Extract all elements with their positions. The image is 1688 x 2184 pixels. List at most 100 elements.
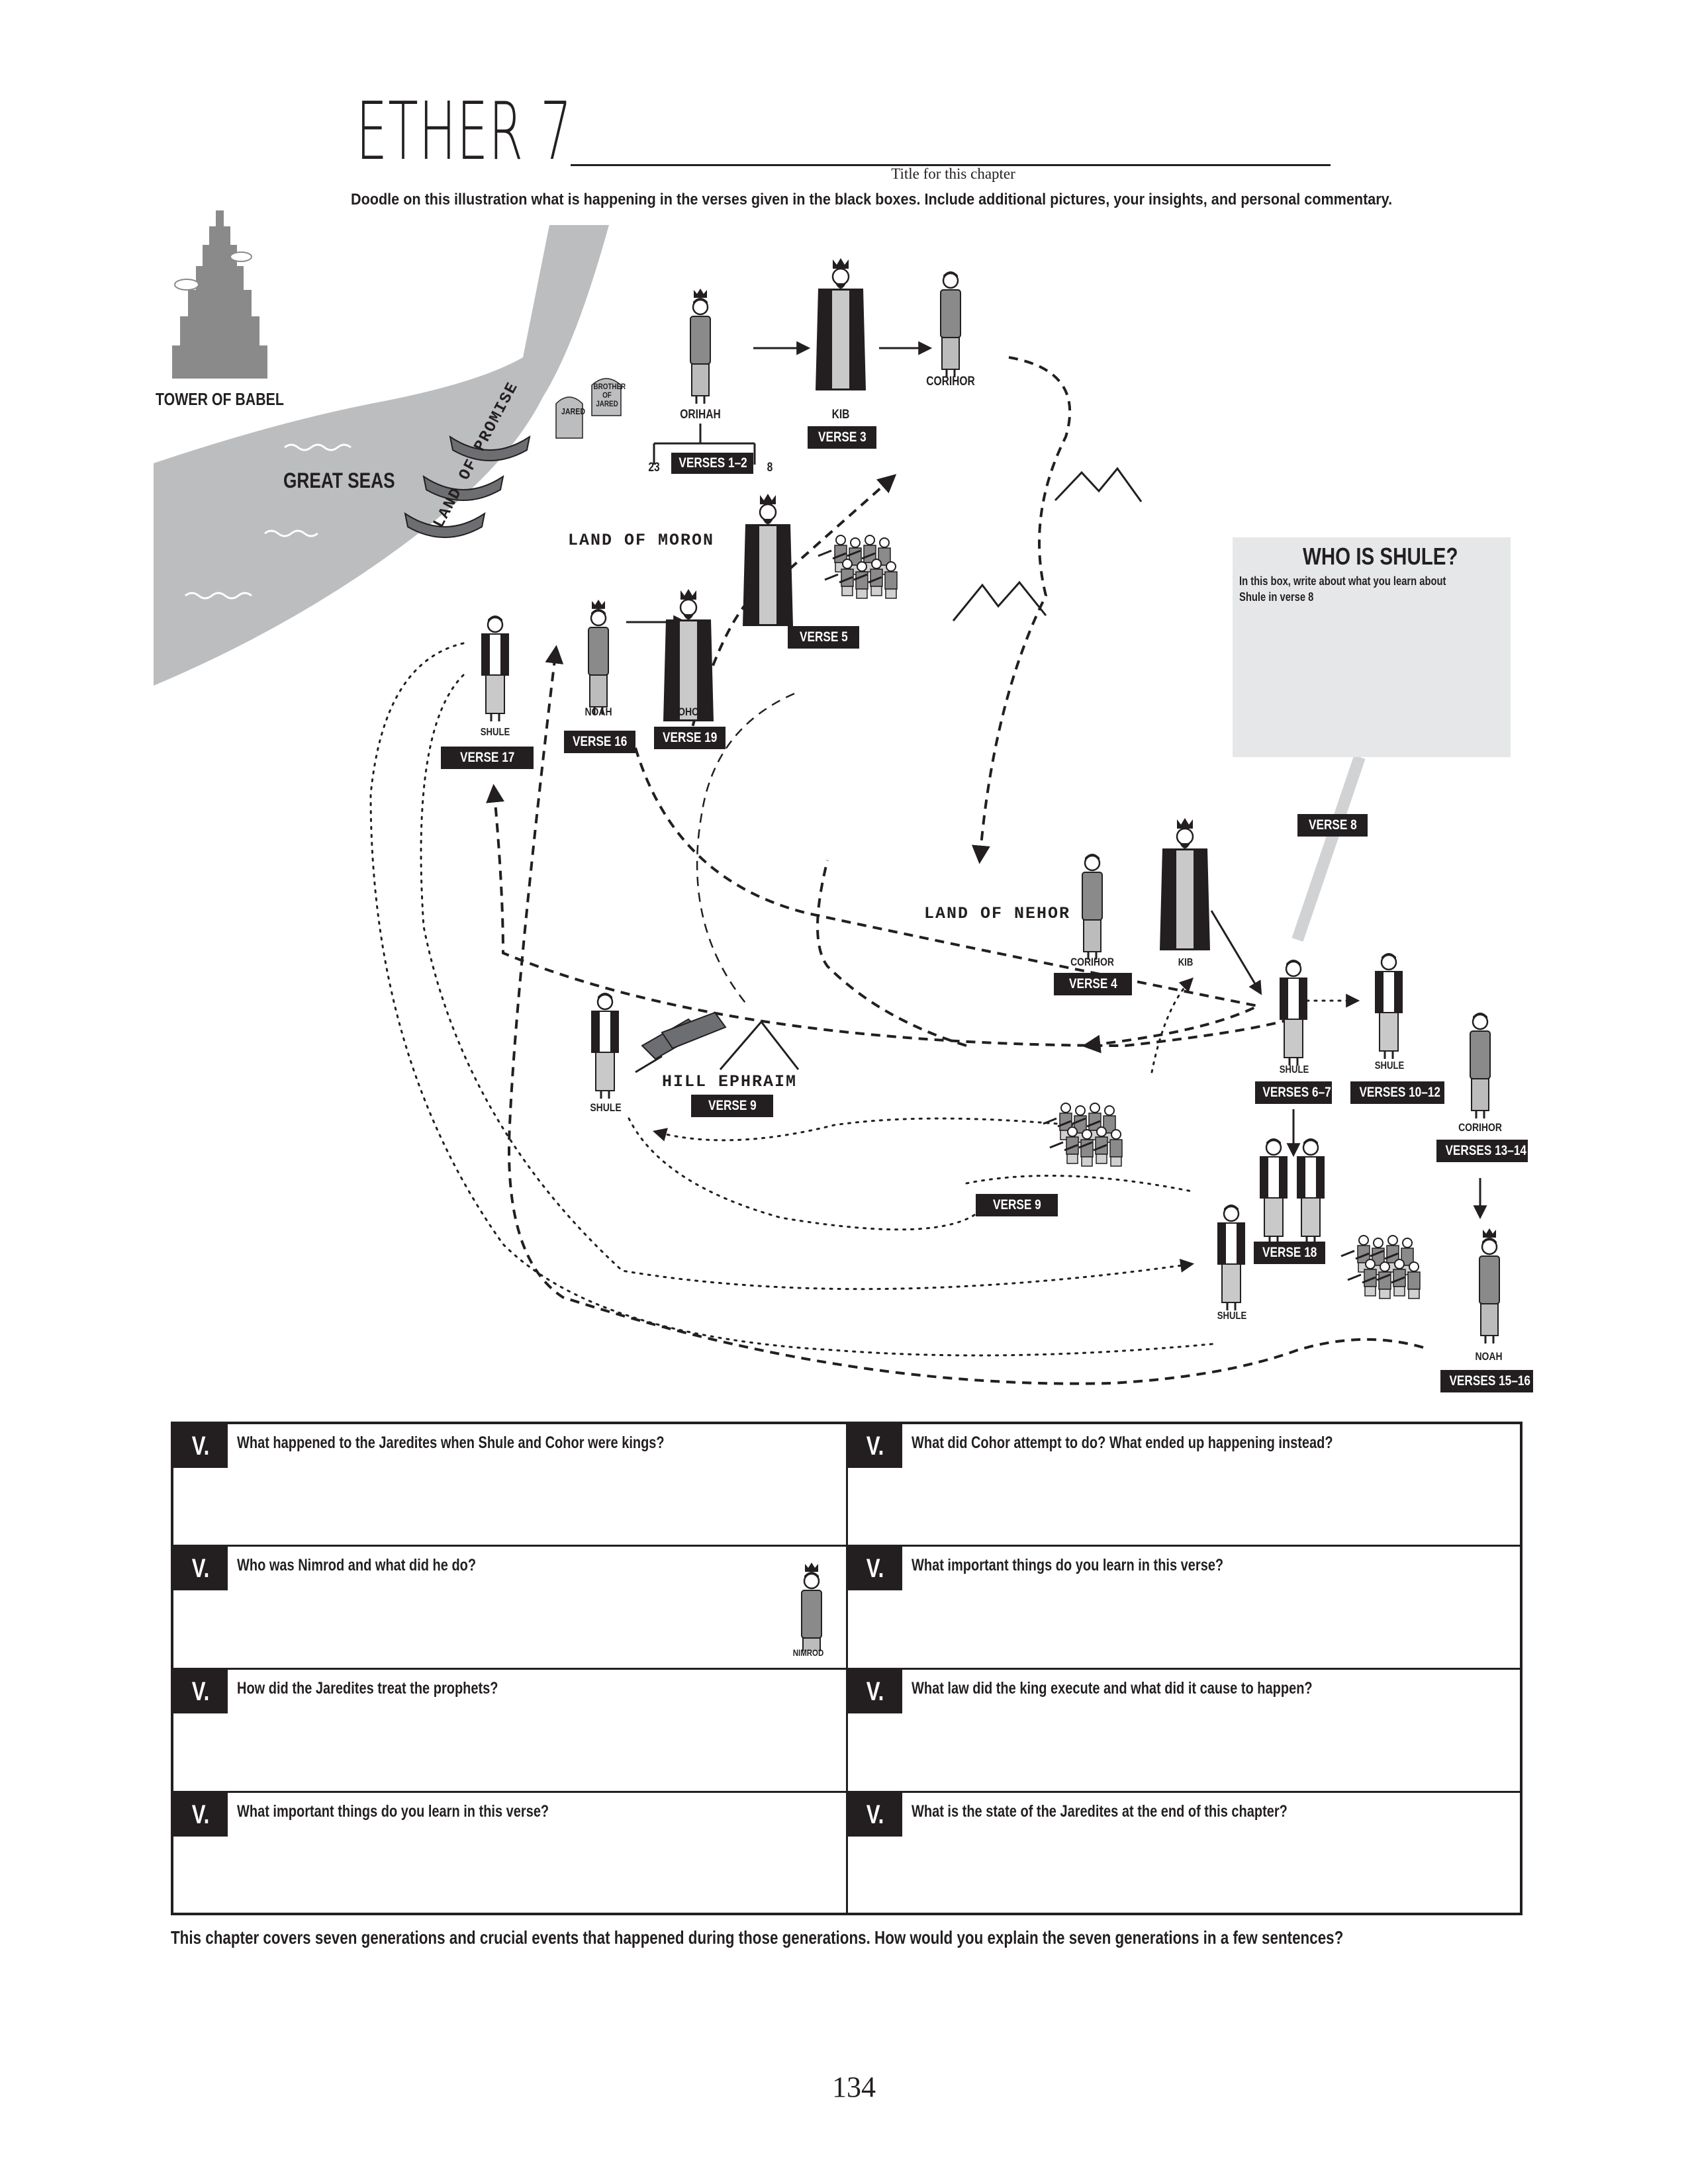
question-cell-v27[interactable]: V. 27 What is the state of the Jaredites… xyxy=(848,1793,1523,1915)
verse-box-3: VERSE 3 xyxy=(808,426,876,449)
verse-tag: V. 27 xyxy=(848,1793,902,1873)
shule-figure-1012 xyxy=(1374,952,1403,1060)
kib-label-4: KIB xyxy=(1178,957,1194,968)
tower-of-babel-icon xyxy=(172,210,267,379)
who-is-shule-writing-box[interactable] xyxy=(1233,537,1511,757)
question-text: What did Cohor attempt to do? What ended… xyxy=(912,1433,1333,1452)
sons-of-shule-verse18 xyxy=(1259,1137,1325,1246)
kib-label-top: KIB xyxy=(831,408,850,422)
king-figure-verse5 xyxy=(741,492,794,627)
question-text: What is the state of the Jaredites at th… xyxy=(912,1802,1288,1821)
verse-box-13-14: VERSES 13–14 xyxy=(1436,1140,1528,1162)
genealogy-right-number: 8 xyxy=(767,461,773,475)
verse-box-5: VERSE 5 xyxy=(788,626,859,649)
orihah-label: ORIHAH xyxy=(680,408,721,422)
who-is-shule-title: WHO IS SHULE? xyxy=(1303,543,1458,570)
verse-tag: V. 26 xyxy=(173,1793,228,1873)
tower-of-babel-label: TOWER OF BABEL xyxy=(156,389,284,409)
shule-label-1012: SHULE xyxy=(1374,1060,1405,1071)
verse-box-1-2: VERSES 1–2 xyxy=(671,453,753,474)
page-number: 134 xyxy=(832,2071,876,2103)
verse-box-4: VERSE 4 xyxy=(1054,973,1132,995)
cohor-figure-19 xyxy=(662,588,715,723)
question-text: What law did the king execute and what d… xyxy=(912,1679,1313,1698)
nimrod-label: NIMROD xyxy=(792,1647,824,1658)
question-cell-v25[interactable]: V. 25 What law did the king execute and … xyxy=(848,1670,1523,1793)
land-of-moron-label: LAND OF MORON xyxy=(568,531,715,550)
shule-label-67: SHULE xyxy=(1279,1064,1309,1075)
brother-of-jared-label: BROTHER OF JARED xyxy=(593,382,626,408)
nimrod-icon xyxy=(792,1559,831,1651)
verse-box-15-16: VERSES 15–16 xyxy=(1440,1370,1533,1392)
noah-label-1516: NOAH xyxy=(1475,1350,1503,1363)
verse-box-16: VERSE 16 xyxy=(564,731,635,753)
verse-tag: V. 22 xyxy=(173,1547,228,1627)
hill-ephraim-label: HILL EPHRAIM xyxy=(662,1072,798,1091)
shule-figure-18 xyxy=(1217,1203,1246,1312)
orihah-figure xyxy=(690,289,710,404)
noah-figure-16 xyxy=(588,600,608,715)
title-input-line[interactable] xyxy=(571,164,1331,166)
noah-figure-1516 xyxy=(1479,1228,1499,1343)
verse-box-17: VERSE 17 xyxy=(441,747,534,769)
dotted-journey-paths xyxy=(369,642,1360,1357)
shule-figure-67 xyxy=(1279,958,1308,1067)
verse-tag: V. 25 xyxy=(848,1670,902,1750)
succession-arrows xyxy=(626,341,1487,1220)
army-verse5 xyxy=(818,535,897,598)
noah-label-16: NOAH xyxy=(585,705,612,718)
corihor-figure-1314 xyxy=(1469,1011,1491,1120)
question-text: What important things do you learn in th… xyxy=(912,1556,1224,1574)
verse-tag: V. 21 xyxy=(848,1424,902,1504)
corihor-figure-4 xyxy=(1081,852,1103,961)
dashed-journey-paths xyxy=(486,356,1424,1385)
shule-label-17: SHULE xyxy=(480,727,510,738)
corihor-label-4: CORIHOR xyxy=(1070,956,1114,968)
great-seas-label: GREAT SEAS xyxy=(283,469,395,492)
genealogy-bracket xyxy=(653,424,756,465)
verse-box-6-7: VERSES 6–7 xyxy=(1255,1081,1332,1104)
question-text: Who was Nimrod and what did he do? xyxy=(237,1556,477,1574)
army-verse1516 xyxy=(1341,1236,1420,1298)
question-text: What important things do you learn in th… xyxy=(237,1802,549,1821)
shule-figure-9 xyxy=(590,991,620,1100)
kib-figure-4 xyxy=(1158,817,1211,952)
kib-figure-top xyxy=(814,257,867,392)
question-text: How did the Jaredites treat the prophets… xyxy=(237,1679,498,1698)
question-cell-v22[interactable]: V. 22 Who was Nimrod and what did he do?… xyxy=(173,1547,848,1670)
verse-box-8: VERSE 8 xyxy=(1297,814,1368,837)
great-seas-shape xyxy=(154,225,609,686)
question-cell-v20[interactable]: V. 20 What happened to the Jaredites whe… xyxy=(173,1424,848,1547)
cohor-label-19: COHOR xyxy=(671,705,706,718)
land-of-nehor-label: LAND OF NEHOR xyxy=(924,904,1071,923)
who-is-shule-instructions: In this box, write about what you learn … xyxy=(1239,574,1446,604)
question-cell-v26[interactable]: V. 26 What important things do you learn… xyxy=(173,1793,848,1915)
question-text: What happened to the Jaredites when Shul… xyxy=(237,1433,665,1452)
map-illustration[interactable] xyxy=(0,0,1688,1416)
corihor-label-1314: CORIHOR xyxy=(1458,1121,1502,1134)
question-cell-v21[interactable]: V. 21 What did Cohor attempt to do? What… xyxy=(848,1424,1523,1547)
tombstones-icon xyxy=(555,378,622,439)
sea-waves xyxy=(185,287,504,600)
question-cell-v24[interactable]: V. 24 How did the Jaredites treat the pr… xyxy=(173,1670,848,1793)
verse-tag: V. 24 xyxy=(173,1670,228,1750)
closing-prompt: This chapter covers seven generations an… xyxy=(171,1927,1344,1948)
verse-box-10-12: VERSES 10–12 xyxy=(1350,1081,1444,1104)
verse-box-9-hill: VERSE 9 xyxy=(691,1095,773,1117)
page-title: ETHER 7 xyxy=(356,86,573,178)
verse-box-19: VERSE 19 xyxy=(654,727,726,749)
barges-icon xyxy=(404,435,531,538)
title-caption: Title for this chapter xyxy=(891,165,1015,182)
question-cell-v23[interactable]: V. 23 What important things do you learn… xyxy=(848,1547,1523,1670)
corihor-figure-top xyxy=(939,270,962,379)
shule-label-9: SHULE xyxy=(590,1101,622,1114)
shule-box-pointer xyxy=(1291,755,1366,942)
genealogy-left-number: 23 xyxy=(648,461,660,475)
verse-tag: V. 23 xyxy=(848,1547,902,1627)
instructions: Doodle on this illustration what is happ… xyxy=(351,191,1393,208)
verse-box-18: VERSE 18 xyxy=(1254,1242,1325,1264)
shule-label-18: SHULE xyxy=(1217,1310,1247,1322)
fallen-army-verse9 xyxy=(635,1011,727,1073)
army-verse9 xyxy=(1043,1103,1122,1166)
shule-figure-17 xyxy=(481,614,510,723)
